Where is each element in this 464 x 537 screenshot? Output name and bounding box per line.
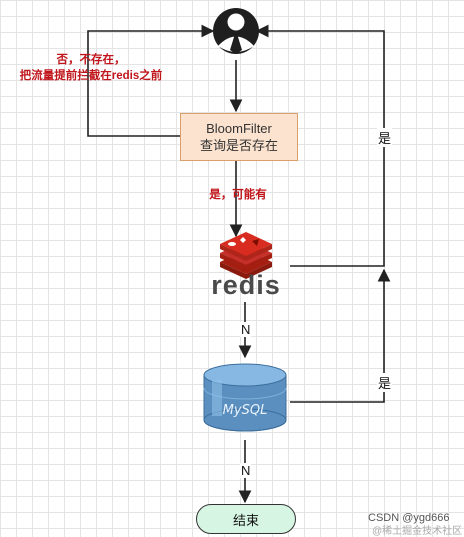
edge-label-n-redis: N [240, 322, 252, 337]
redis-label: redis [211, 270, 281, 300]
redis-logo-icon [220, 232, 272, 279]
edge-bloom-no-back-to-user [87, 24, 215, 137]
end-label: 结束 [232, 512, 259, 528]
mysql-label: MySQL [222, 403, 268, 418]
maybe-annotation: 是，可能有 [209, 189, 267, 201]
bloomfilter-subtitle: 查询是否存在 [199, 138, 278, 153]
end-node: 结束 [196, 504, 296, 534]
watermark-main: CSDN @ygd666 [368, 512, 450, 524]
edge-label-yes-top: 是 [377, 128, 393, 147]
user-icon [213, 8, 259, 54]
edge-label-yes-mysql: 是 [377, 373, 393, 392]
edge-label-n-mysql: N [240, 463, 252, 478]
bloomfilter-node: BloomFilter 查询是否存在 [180, 113, 298, 161]
bloomfilter-title: BloomFilter [206, 121, 272, 136]
edge-redis-yes-to-user [255, 24, 385, 267]
watermark-sub: @稀土掘金技术社区 [372, 526, 463, 537]
mysql-database-icon [203, 363, 287, 432]
no-annotation: 否，不存在， 把流量提前拦截在redis之前 [6, 52, 176, 84]
edge-mysql-yes-up [290, 268, 391, 403]
no-annotation-line2: 把流量提前拦截在redis之前 [19, 70, 163, 82]
no-annotation-line1: 否，不存在， [56, 54, 126, 66]
